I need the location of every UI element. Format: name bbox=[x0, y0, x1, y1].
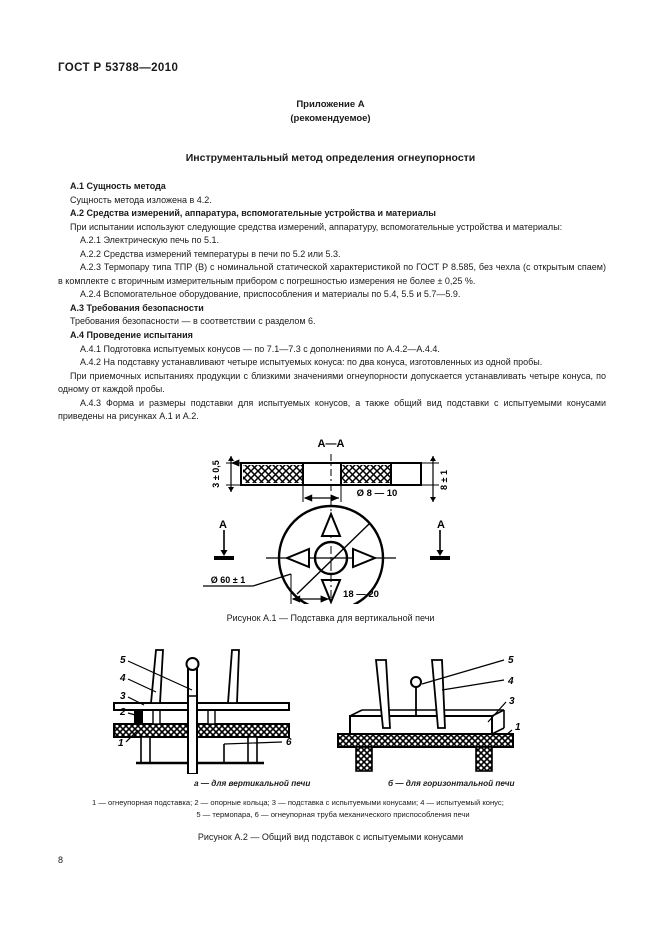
paragraph-a4-2: А.4.2 На подставку устанавливают четыре … bbox=[80, 357, 543, 368]
paragraph-a2-3: А.2.3 Термопару типа ТПР (В) с номинальн… bbox=[58, 262, 606, 286]
subcaption-vertical-furnace: а — для вертикальной печи bbox=[194, 779, 311, 788]
annex-status: (рекомендуемое) bbox=[290, 113, 371, 124]
callout-1-b: 1 bbox=[515, 722, 521, 733]
paragraph-a4-1: А.4.1 Подготовка испытуемых конусов — по… bbox=[80, 343, 440, 354]
paragraph-a2-body: При испытании используют следующие средс… bbox=[70, 221, 563, 232]
callout-3-a: 3 bbox=[120, 691, 126, 702]
callout-5-b: 5 bbox=[508, 655, 514, 666]
paragraph-a4-heading: А.4 Проведение испытания bbox=[70, 330, 193, 341]
paragraph-a4-3: А.4.3 Форма и размеры подставки для испы… bbox=[58, 397, 606, 422]
section-arrow-left: А bbox=[219, 519, 227, 531]
figure-a2-legend: 1 — огнеупорная подставка; 2 — опорные к… bbox=[92, 797, 574, 821]
legend-line-2: 5 — термопара, 6 — огнеупорная труба мех… bbox=[196, 810, 470, 819]
paragraph-a2-1: А.2.1 Электрическую печь по 5.1. bbox=[80, 235, 219, 246]
dim-plate-diameter: Ø 60 ± 1 bbox=[210, 575, 244, 585]
figure-a1-caption: Рисунок А.1 — Подставка для вертикальной… bbox=[226, 613, 435, 623]
legend-line-1: 1 — огнеупорная подставка; 2 — опорные к… bbox=[92, 798, 504, 807]
paragraph-a1-heading: А.1 Сущность метода bbox=[70, 181, 166, 191]
figure-a2: 5 4 3 2 1 6 bbox=[0, 648, 661, 774]
paragraph-a3-heading: А.3 Требования безопасности bbox=[70, 302, 204, 313]
callout-4-b: 4 bbox=[507, 676, 514, 687]
callout-6-a: 6 bbox=[286, 737, 292, 748]
callout-3-b: 3 bbox=[509, 696, 515, 707]
callout-1-a: 1 bbox=[118, 738, 124, 749]
paragraph-a4-2b: При приемочных испытаниях продукции с бл… bbox=[58, 370, 606, 395]
callout-5-a: 5 bbox=[120, 655, 126, 666]
dim-thickness: 3 ± 0,5 bbox=[211, 460, 221, 487]
callout-4-a: 4 bbox=[119, 673, 126, 684]
paragraph-a2-2: А.2.2 Средства измерений температуры в п… bbox=[80, 248, 341, 259]
dim-cone-spacing: 18 — 20 bbox=[343, 589, 379, 600]
annex-designation: Приложение А (рекомендуемое) bbox=[0, 98, 661, 126]
figure-a1-drawing: А—А 3 ± 0,5 Ø 8 — bbox=[202, 438, 450, 604]
figure-a2-drawing: 5 4 3 2 1 6 bbox=[112, 649, 521, 774]
document-standard-number: ГОСТ Р 53788—2010 bbox=[58, 62, 179, 74]
callout-2-a: 2 bbox=[119, 707, 126, 718]
annex-label: Приложение А bbox=[296, 99, 365, 110]
dim-height: 8 ± 1 bbox=[439, 470, 449, 490]
dim-hole-diameter: Ø 8 — 10 bbox=[356, 488, 397, 499]
page-title: Инструментальный метод определения огнеу… bbox=[185, 152, 476, 164]
figure-a2-caption: Рисунок А.2 — Общий вид подставок с испы… bbox=[197, 832, 464, 842]
section-arrow-right: А bbox=[437, 519, 445, 531]
paragraph-a2-4: А.2.4 Вспомогательное оборудование, прис… bbox=[80, 289, 461, 300]
paragraph-a3-body: Требования безопасности — в соответствии… bbox=[70, 316, 316, 327]
figure-a1: А—А 3 ± 0,5 Ø 8 — bbox=[0, 436, 661, 604]
paragraph-a1-body: Сущность метода изложена в 4.2. bbox=[70, 194, 212, 205]
paragraph-a2-heading: А.2 Средства измерений, аппаратура, вспо… bbox=[70, 208, 436, 219]
subcaption-horizontal-furnace: б — для горизонтальной печи bbox=[388, 779, 515, 788]
section-view-label: А—А bbox=[317, 438, 344, 450]
page-number: 8 bbox=[58, 855, 64, 865]
